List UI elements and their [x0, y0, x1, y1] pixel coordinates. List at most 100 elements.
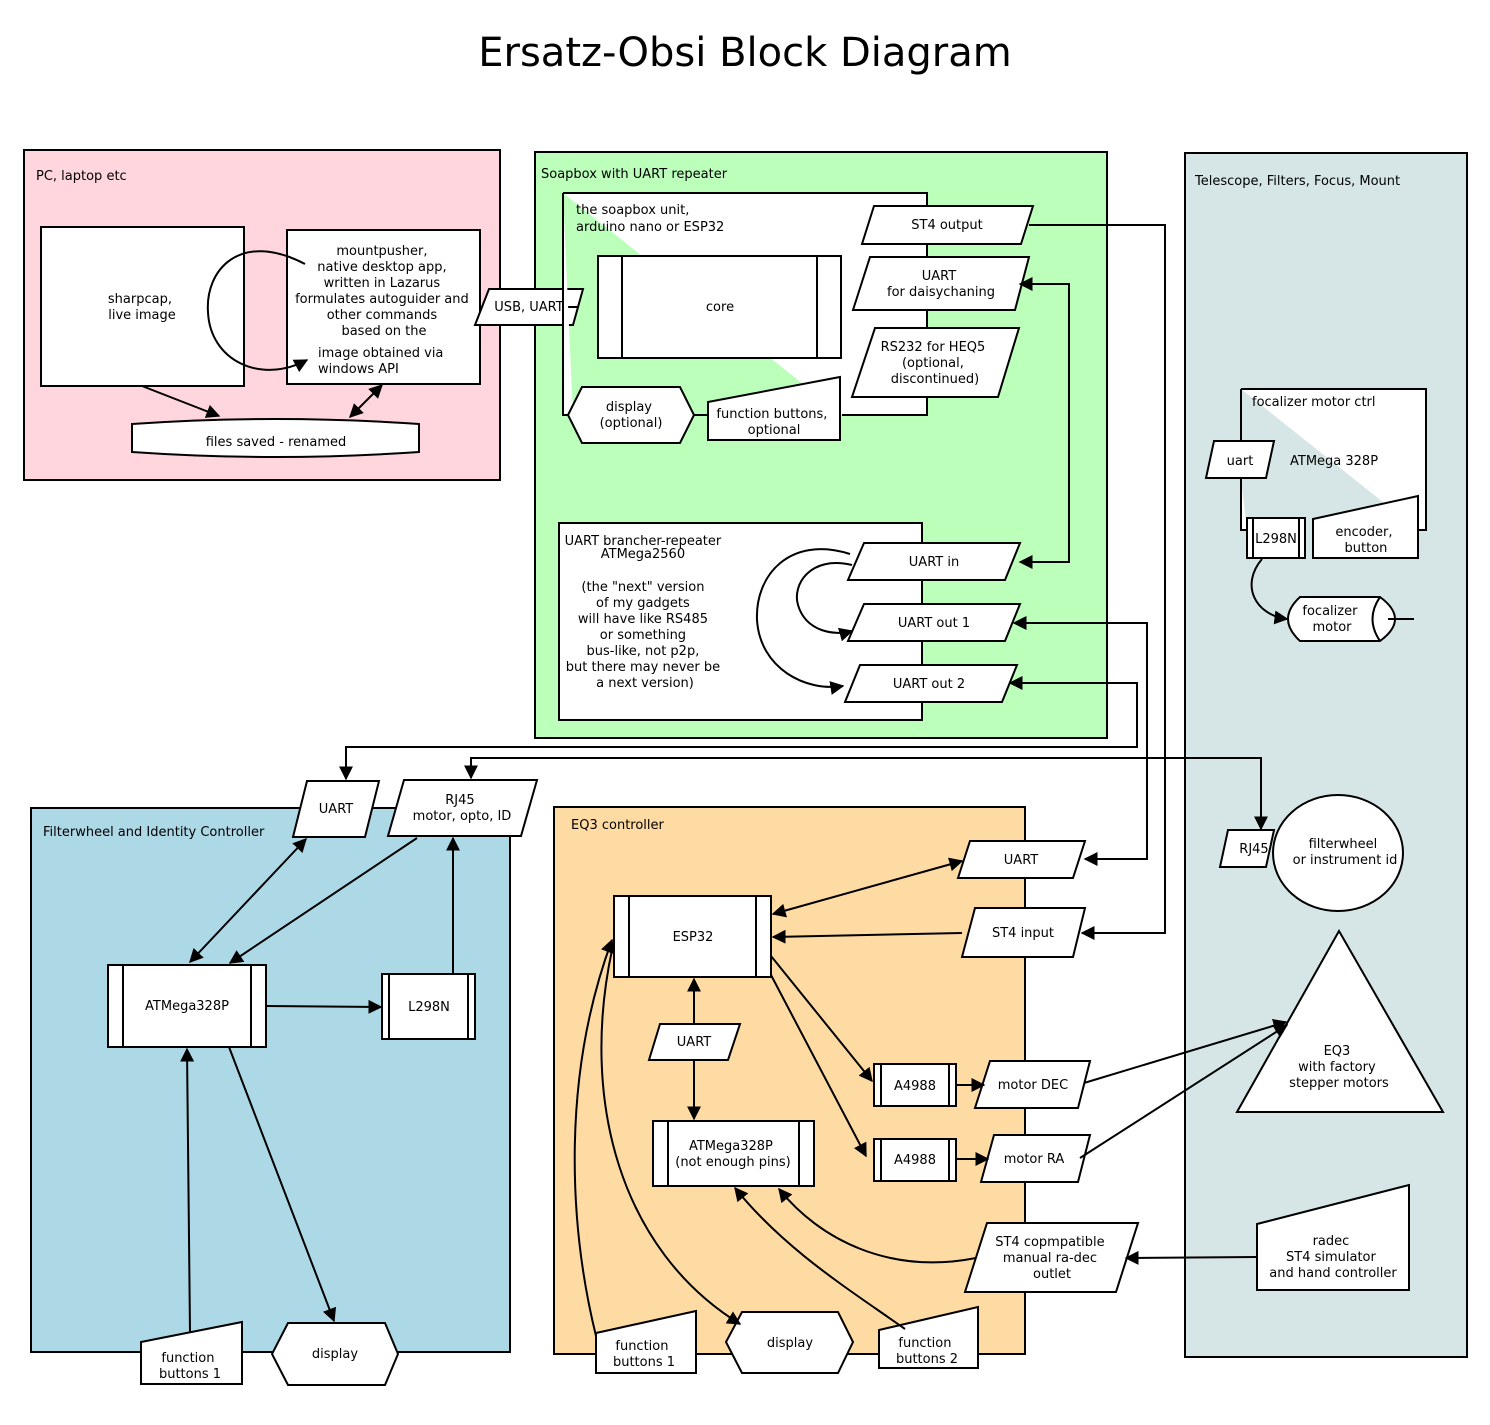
brancher-loop-inner	[795, 562, 854, 642]
uart-out1-label: UART out 1	[898, 616, 970, 631]
files-saved-label: files saved - renamed	[206, 435, 347, 450]
eq3-mount-triangle	[1235, 928, 1445, 1113]
telescope-rj45-io	[1218, 829, 1276, 868]
uart-out2-to-filterwheel-uart-arrow	[339, 676, 1138, 781]
uart-in-label: UART in	[909, 555, 959, 570]
uart-daisy-label: UART for daisychaning	[887, 269, 995, 300]
fw-atmega-l298n-arrow	[265, 999, 383, 1014]
fw-display-label: display	[312, 1347, 358, 1362]
filterwheel-id-label: filterwheel or instrument id	[1293, 837, 1398, 868]
st4-manual-outlet-label: ST4 copmpatible manual ra-dec outlet	[995, 1235, 1109, 1282]
usb-uart-io	[473, 288, 585, 326]
eq3-uart-mid-io	[647, 1023, 742, 1061]
l298n-to-motor-arrow	[1250, 558, 1289, 625]
focalizer-l298n-box	[1246, 517, 1306, 559]
esp32-label: ESP32	[673, 930, 714, 945]
fw-l298n-box	[381, 973, 476, 1040]
motor-ra-eq3-arrow	[1079, 1024, 1289, 1159]
a4988-2-box	[873, 1138, 957, 1182]
soapbox-buttons-label: function buttons, optional	[716, 407, 831, 438]
focalizer-l298n-label: L298N	[1255, 532, 1297, 547]
soapbox-display-label: display (optional)	[600, 400, 663, 431]
fw-uart-label: UART	[319, 802, 353, 817]
encoder-button-label: encoder, button	[1335, 525, 1396, 556]
st4-manual-atmega-arrow	[778, 1187, 977, 1264]
eq3-uart-mid-label: UART	[677, 1035, 711, 1050]
eq3-buttons1-label: function buttons 1	[613, 1339, 675, 1370]
telescope-panel	[1184, 152, 1468, 1358]
motor-dec-io	[973, 1060, 1092, 1109]
fw-uart-io	[291, 780, 381, 838]
uart-in-io	[846, 542, 1022, 581]
uart-daisy-io	[851, 256, 1031, 311]
fw-buttons-shape	[140, 1320, 243, 1385]
esp32-a4988-2-arrow	[770, 974, 867, 1158]
eq3-st4-input-label: ST4 input	[992, 926, 1054, 941]
focalizer-ctrl-label: focalizer motor ctrl	[1252, 395, 1376, 410]
eq3-st4-input-io	[960, 907, 1087, 958]
motor-ra-label: motor RA	[1004, 1152, 1065, 1167]
st4-input-esp32-arrow	[771, 929, 963, 944]
rs232-io	[850, 327, 1021, 398]
motor-dec-eq3-arrow	[1083, 1018, 1288, 1084]
fw-atmega-label: ATMega328P	[145, 999, 229, 1014]
focalizer-ctrl-box	[1240, 388, 1427, 531]
fw-buttons-atmega-arrow	[180, 1047, 195, 1333]
esp32-display-arrow	[600, 949, 742, 1325]
mountpusher-label: mountpusher, native desktop app, written…	[295, 244, 473, 339]
focalizer-uart-io	[1204, 440, 1276, 479]
usb-uart-label: USB, UART	[494, 300, 563, 315]
esp32-uart-top-arrow	[771, 857, 964, 918]
mountpusher-files-arrow	[349, 384, 383, 418]
fw-rj45-atmega-arrow	[228, 837, 418, 964]
eq3-mount-label: EQ3 with factory stepper motors	[1289, 1044, 1389, 1091]
telescope-panel-label: Telescope, Filters, Focus, Mount	[1194, 174, 1400, 189]
uart-out2-label: UART out 2	[893, 677, 965, 692]
soapbox-unit-label: the soapbox unit, arduino nano or ESP32	[576, 203, 724, 235]
a4988-2-label: A4988	[894, 1153, 936, 1168]
fw-rj45-label: RJ45 motor, opto, ID	[413, 793, 512, 824]
brancher-box	[558, 522, 923, 721]
core-box	[597, 255, 842, 359]
a4988-1-label: A4988	[894, 1079, 936, 1094]
soapbox-buttons	[707, 375, 841, 441]
fw-rj45-io	[386, 779, 539, 837]
files-saved-shape	[131, 418, 420, 458]
focalizer-uart-label: uart	[1227, 454, 1254, 469]
uart-out1-to-eq3-uart-arrow	[1012, 616, 1148, 866]
soapbox-panel-label: Soapbox with UART repeater	[541, 167, 728, 182]
focalizer-atmega-label: ATMega 328P	[1290, 454, 1378, 469]
a4988-1-box	[873, 1063, 957, 1107]
diagram-title: Ersatz-Obsi Block Diagram	[478, 30, 1011, 76]
eq3-buttons2-shape	[878, 1305, 979, 1369]
fw-uart-atmega-arrow	[189, 837, 307, 964]
focalizer-motor-shaft-arc	[1371, 596, 1381, 642]
esp32-a4988-1-arrow	[770, 955, 873, 1083]
mountpusher-label-tail: image obtained via windows API	[318, 346, 448, 377]
motor-dec-label: motor DEC	[998, 1078, 1068, 1093]
eq3-atmega-label: ATMega328P (not enough pins)	[675, 1139, 791, 1170]
eq3-buttons2-label: function buttons 2	[896, 1336, 958, 1367]
pc-panel-label: PC, laptop etc	[36, 169, 127, 184]
radec-controller-label: radec ST4 simulator and hand controller	[1269, 1234, 1397, 1281]
st4-output-io	[860, 205, 1035, 245]
sharpcap-to-files-arrow	[141, 385, 221, 418]
eq3-display-shape	[724, 1311, 855, 1374]
filterwheel-panel	[30, 807, 511, 1353]
pc-loop-arrow	[206, 250, 309, 373]
rj45-link-arrow	[464, 757, 1268, 831]
eq3-buttons1-shape	[595, 1309, 697, 1374]
eq3-atmega-box	[652, 1120, 815, 1187]
motor-ra-io	[979, 1134, 1092, 1183]
eq3-uart-top-label: UART	[1004, 853, 1038, 868]
radec-controller-shape	[1256, 1183, 1410, 1291]
st4-output-to-st4-input-arrow	[1029, 224, 1166, 940]
buttons2-atmega-arrow	[734, 1186, 906, 1330]
telescope-rj45-label: RJ45	[1239, 842, 1268, 857]
st4-manual-outlet-io	[963, 1222, 1140, 1293]
buttons1-esp32-arrow	[573, 938, 615, 1337]
focalizer-motor-label: focalizer motor	[1302, 604, 1361, 635]
fw-l298n-label: L298N	[408, 1000, 450, 1015]
